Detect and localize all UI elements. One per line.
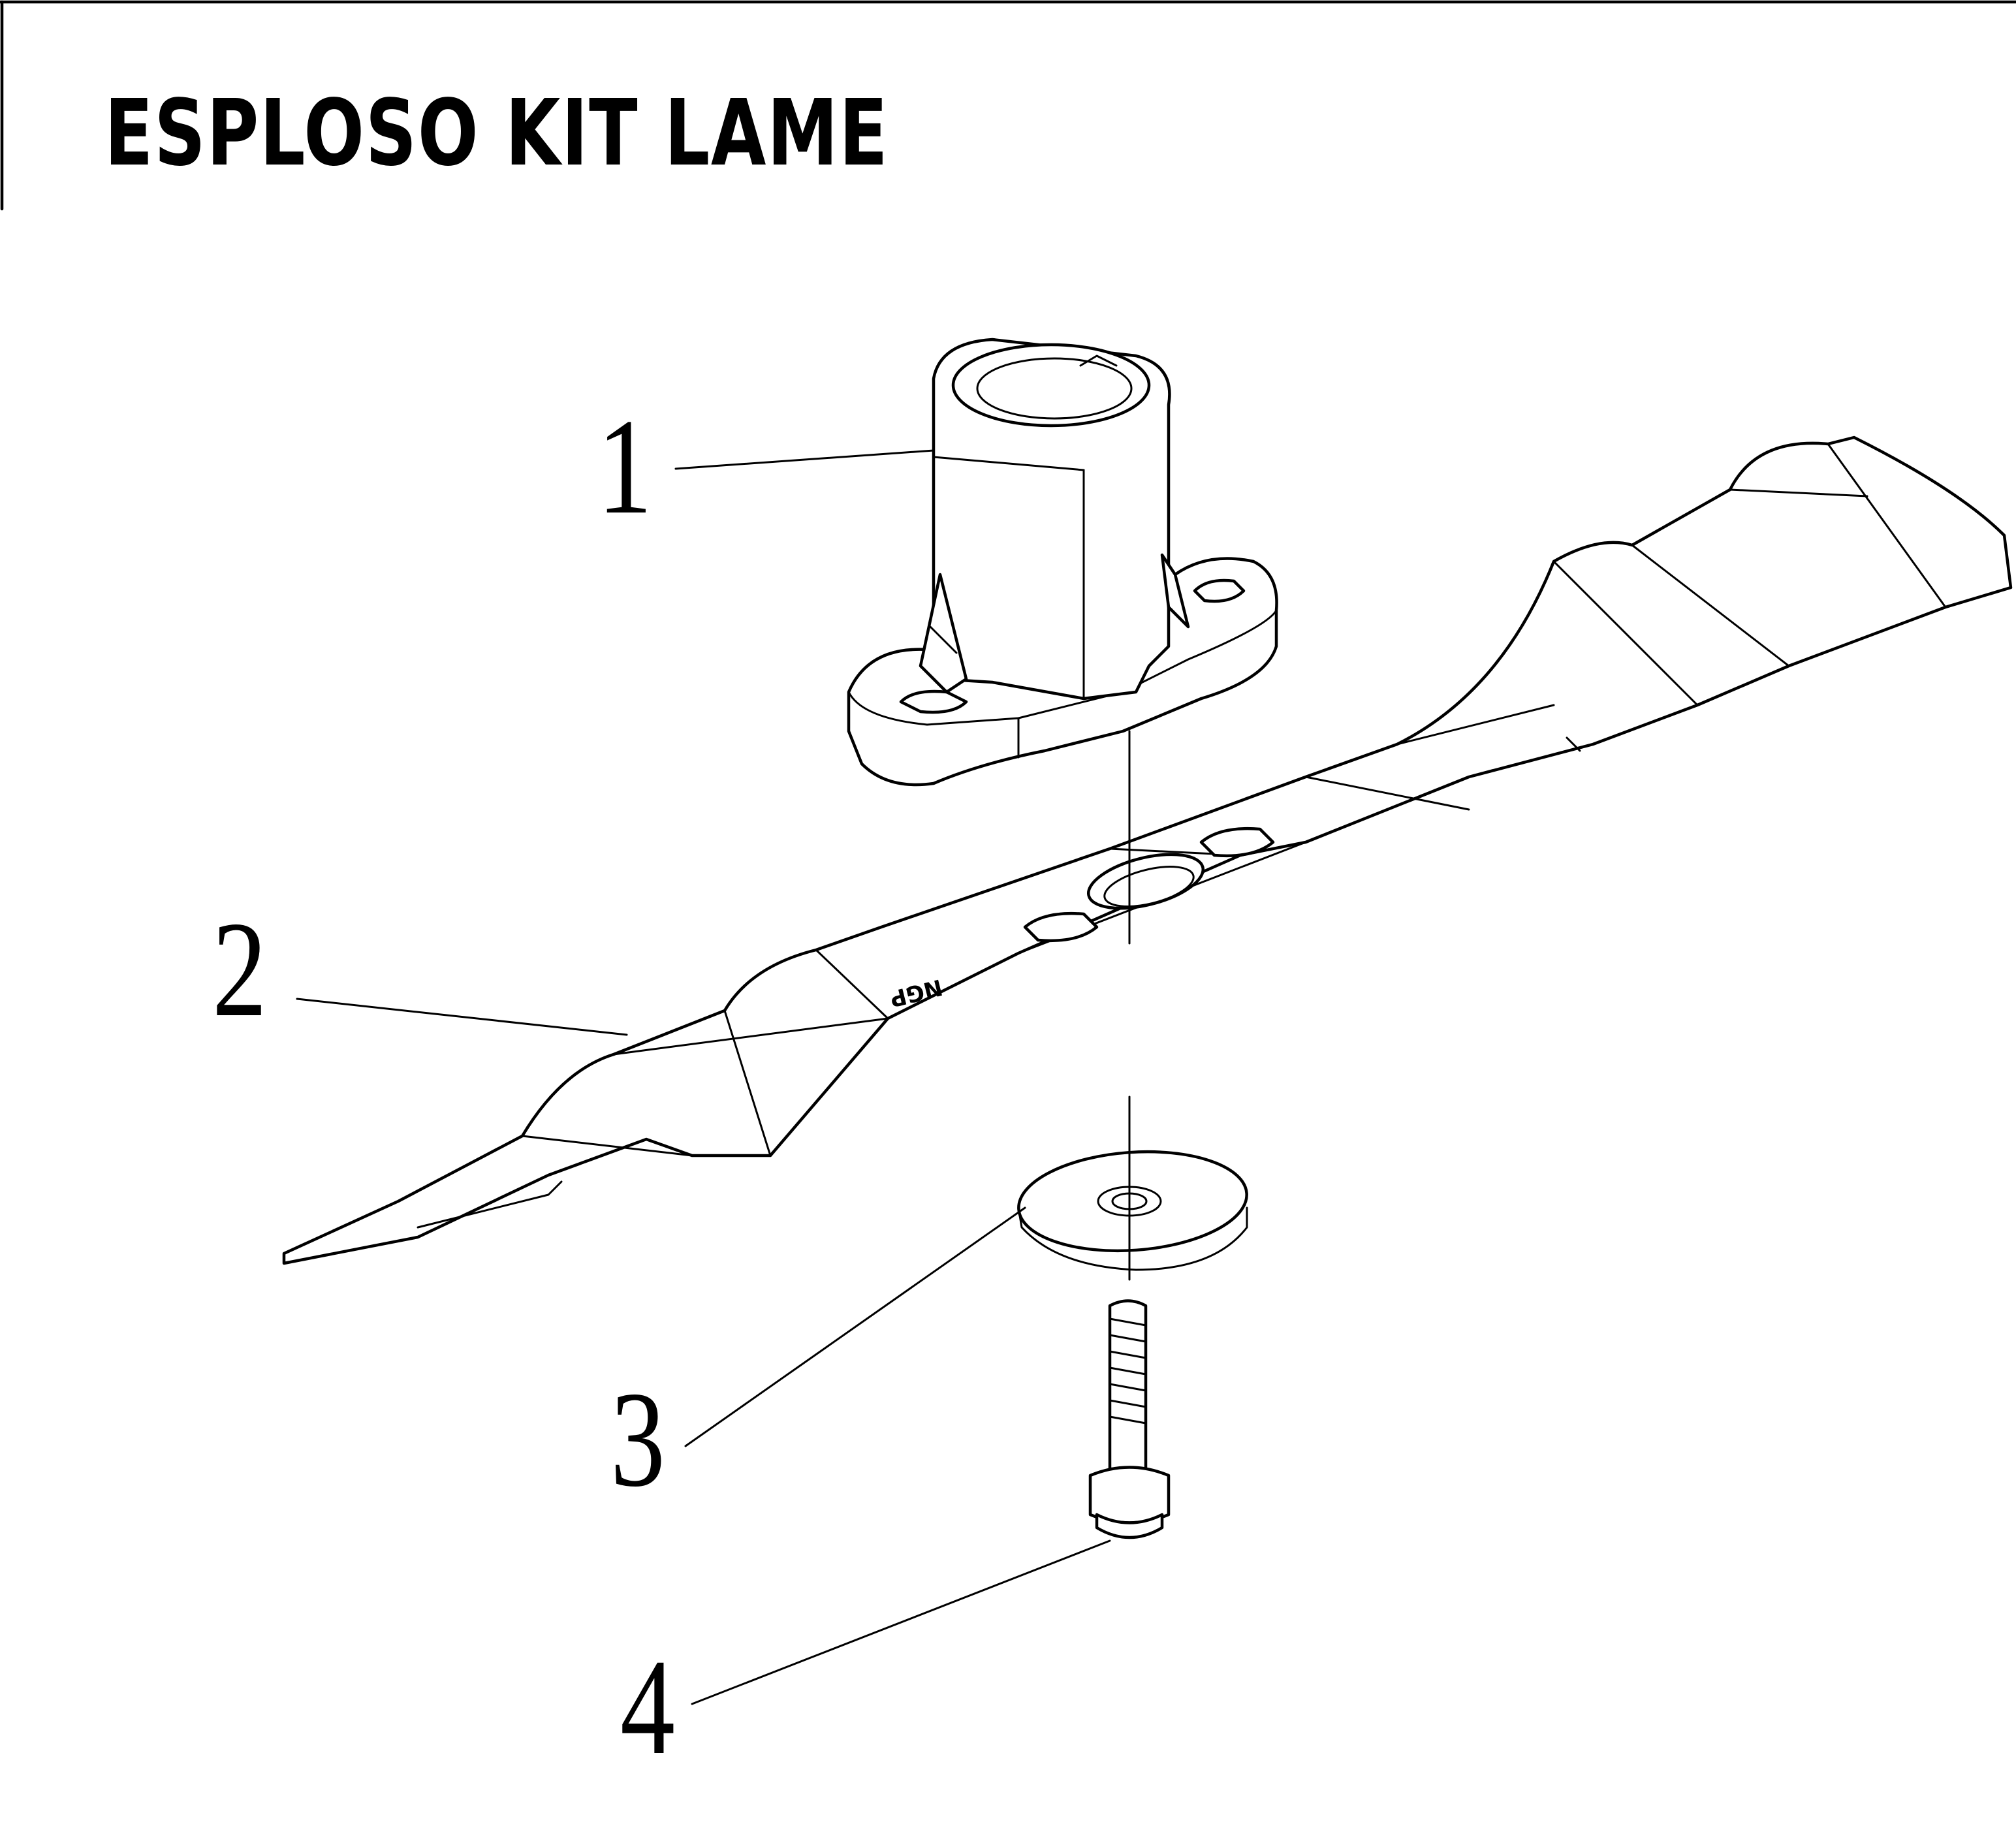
leader-line-4 [691,1539,1111,1705]
callout-4: 4 [620,1631,675,1783]
mower-blade [282,435,2013,1265]
leader-lines [296,449,1111,1705]
blade-bolt [1088,1299,1171,1539]
leader-line-3 [684,1206,1026,1447]
frame-border [0,0,2016,211]
leader-line-2 [296,998,628,1036]
callout-1: 1 [597,391,652,543]
callout-2: 2 [212,894,267,1045]
blade-washer [1017,1150,1248,1271]
leader-line-1 [674,449,935,470]
callout-3: 3 [610,1364,665,1515]
blade-hub-adapter [847,338,1278,787]
diagram-title: ESPLOSO KIT LAME [104,80,889,187]
